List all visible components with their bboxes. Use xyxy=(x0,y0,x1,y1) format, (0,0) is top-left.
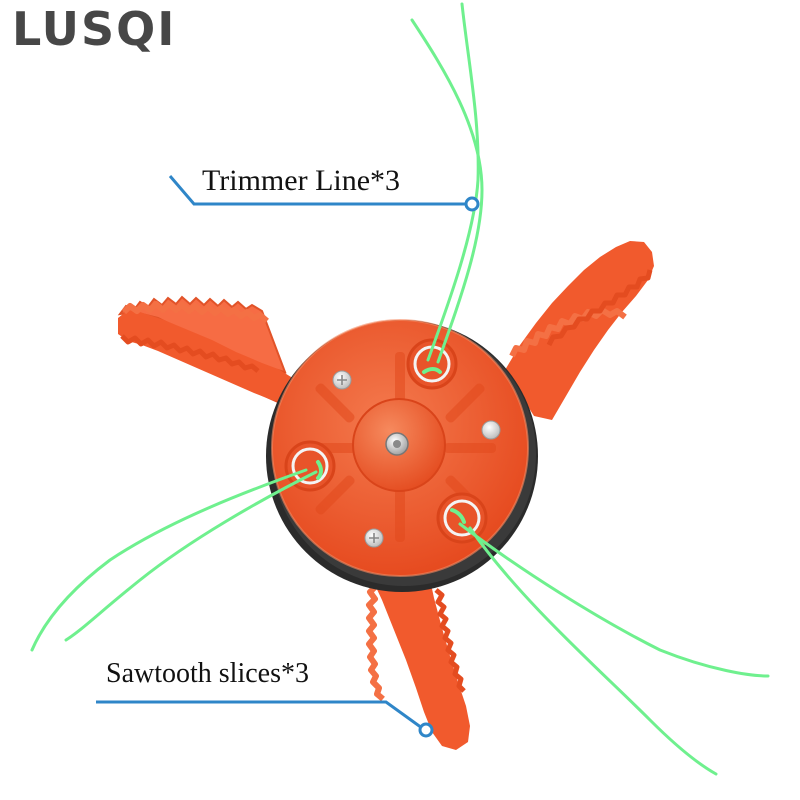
blade-top-right xyxy=(505,241,654,420)
screw-icon xyxy=(364,528,384,548)
blade-bottom xyxy=(366,566,470,750)
disc-screws xyxy=(332,370,501,548)
callout-sawtooth-slices xyxy=(96,700,434,738)
sawtooth-blades xyxy=(117,241,654,750)
brand-logo: LUSQI xyxy=(12,2,177,56)
sawtooth-slices-label: Sawtooth slices*3 xyxy=(106,658,309,689)
trimmer-line-label: Trimmer Line*3 xyxy=(202,164,401,197)
screw-icon xyxy=(332,370,352,390)
callout-trimmer-line xyxy=(168,175,480,212)
screw-icon xyxy=(481,420,501,440)
trimmer-lines xyxy=(30,2,770,776)
